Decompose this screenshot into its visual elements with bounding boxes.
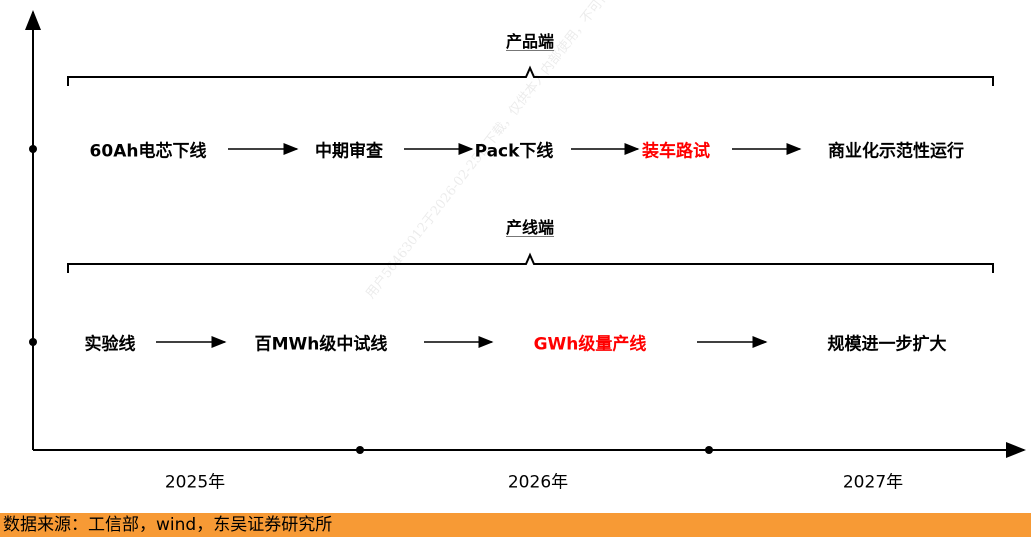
axis-dot xyxy=(705,446,713,454)
product-step: 中期审查 xyxy=(315,141,383,162)
production-step-highlight: GWh级量产线 xyxy=(533,334,647,355)
product-step-highlight: 装车路试 xyxy=(642,141,710,162)
product-header: 产品端 xyxy=(505,32,555,51)
product-step: Pack下线 xyxy=(474,141,554,162)
year-label: 2026年 xyxy=(507,472,569,493)
production-step: 百MWh级中试线 xyxy=(254,334,388,355)
production-step: 实验线 xyxy=(84,334,136,355)
production-brace xyxy=(67,252,994,273)
production-step: 规模进一步扩大 xyxy=(827,334,947,355)
source-footer: 数据来源：工信部，wind，东吴证券研究所 xyxy=(0,513,1031,537)
product-step: 商业化示范性运行 xyxy=(828,141,964,162)
axis-dot xyxy=(356,446,364,454)
product-step: 60Ah电芯下线 xyxy=(89,141,207,162)
axis-dot xyxy=(29,145,37,153)
axis-dot xyxy=(29,338,37,346)
year-label: 2025年 xyxy=(164,472,226,493)
year-label: 2027年 xyxy=(842,472,904,493)
product-brace xyxy=(67,65,994,86)
production-header: 产线端 xyxy=(505,218,555,237)
